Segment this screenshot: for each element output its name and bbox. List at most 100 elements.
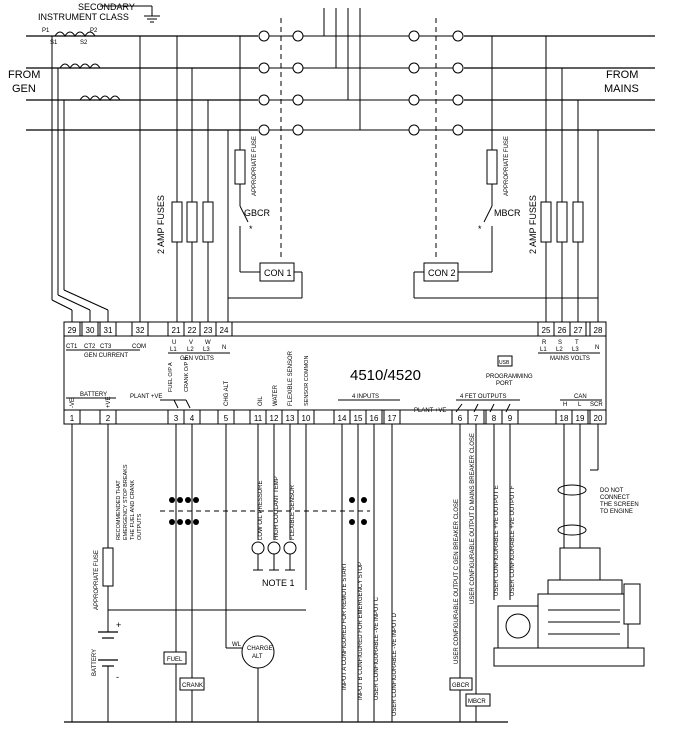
appropriate-fuse-left — [234, 149, 246, 185]
mbcr-box — [465, 693, 491, 707]
out-f-label: USER CONFIGURABLE +VE OUTPUT F — [510, 485, 516, 596]
crank-op-label: CRANK O/P B — [184, 356, 190, 392]
battery-fuse-label: APPROPRIATE FUSE — [94, 550, 100, 610]
terminal-10: 10 — [302, 414, 311, 423]
mains-phase-r: R — [542, 340, 547, 346]
terminal-3: 3 — [174, 414, 179, 423]
chg-alt-label: CHG ALT — [224, 380, 230, 406]
terminal-31-cell — [99, 321, 117, 337]
mains-fuses — [540, 201, 584, 243]
mains-phase-s: S — [558, 340, 562, 346]
plant-ve-right: PLANT +VE — [414, 408, 446, 414]
controller-model: 4510/4520 — [350, 367, 421, 384]
terminal-19: 19 — [576, 414, 585, 423]
out-c-label: USER CONFIGURABLE OUTPUT C GEN BREAKER C… — [454, 499, 460, 664]
controller-body — [63, 335, 607, 411]
terminal-9: 9 — [508, 414, 513, 423]
gen-current-label: GEN CURRENT — [84, 353, 128, 359]
appropriate-fuse-left-label: APPROPRIATE FUSE — [252, 136, 258, 196]
flex-sensor-label: FLEXIBLE SENSOR — [290, 484, 296, 540]
mains-phase-n: N — [595, 345, 599, 351]
con1-label: CON 1 — [264, 268, 292, 278]
terminal-30-cell — [81, 321, 99, 337]
gen-fuses — [171, 201, 214, 243]
battery-minus: - — [116, 672, 119, 682]
input-d-label: USER CONFIGURABLE -VE INPUT D — [392, 612, 398, 716]
charge-alt-text1: CHARGE — [247, 646, 273, 652]
flexible-sensor-label: FLEXIBLE SENSOR — [288, 350, 294, 406]
gen-phase-w: W — [205, 340, 211, 346]
out-e-label: USER CONFIGURABLE +VE OUTPUT E — [494, 485, 500, 596]
gen-volts-label: GEN VOLTS — [180, 356, 214, 362]
gen-breaker — [258, 18, 304, 258]
mains-l3: L3 — [572, 347, 579, 353]
bottom-field-wires — [71, 424, 599, 722]
mains-phase-t: T — [575, 340, 579, 346]
terminal-25: 25 — [542, 326, 551, 335]
terminal-32: 32 — [136, 326, 145, 335]
terminal-27-cell — [569, 321, 587, 337]
gen-phase-n: N — [222, 345, 226, 351]
terminal-14: 14 — [338, 414, 347, 423]
terminal-2: 2 — [106, 414, 111, 423]
terminal-24-cell — [215, 321, 233, 337]
battery-terminal-label: BATTERY — [80, 392, 107, 398]
crank-box — [179, 677, 205, 691]
sensor-icons — [251, 541, 297, 571]
terminal-20: 20 — [594, 414, 603, 423]
fet-outputs-label: 4 FET OUTPUTS — [460, 394, 507, 400]
appropriate-fuse-right — [486, 149, 498, 185]
terminal-7: 7 — [474, 414, 479, 423]
ct-label-3: CT3 — [100, 344, 112, 350]
svg-text:*: * — [478, 224, 482, 234]
note1-label: NOTE 1 — [262, 578, 295, 588]
terminal-23: 23 — [204, 326, 213, 335]
charge-alt-text2: ALT — [252, 654, 263, 660]
terminal-16: 16 — [370, 414, 379, 423]
wl-label: WL — [232, 642, 242, 648]
con2-label: CON 2 — [428, 268, 456, 278]
mbcr-box-label: MBCR — [468, 699, 486, 705]
gbcr-box — [449, 677, 473, 691]
water-label: WATER — [273, 384, 279, 406]
ct-label-1: CT1 — [66, 344, 78, 350]
terminal-5: 5 — [224, 414, 229, 423]
pos-label: +VE — [106, 396, 112, 408]
appropriate-fuse-right-label: APPROPRIATE FUSE — [504, 136, 510, 196]
terminal-11: 11 — [254, 414, 263, 423]
mbcr-label: MBCR — [494, 208, 521, 218]
can-label: CAN — [574, 394, 587, 400]
gbcr-box-label: GBCR — [452, 683, 470, 689]
gen-fuses-label: 2 AMP FUSES — [156, 195, 166, 254]
from-mains-line1: FROM — [606, 69, 638, 81]
mains-volts-label: MAINS VOLTS — [550, 356, 590, 362]
terminal-22: 22 — [188, 326, 197, 335]
ct-secondary-label: SECONDARY — [78, 2, 135, 12]
battery-icon — [98, 620, 118, 722]
ct-p1: P1 — [42, 28, 50, 34]
low-oil-label: LOW OIL PRESSURE — [258, 481, 264, 540]
from-gen-line2: GEN — [12, 83, 36, 95]
usb-label: USB — [499, 360, 510, 366]
ct-s2: S2 — [80, 40, 88, 46]
mains-fuses-label: 2 AMP FUSES — [528, 195, 538, 254]
terminal-28: 28 — [594, 326, 603, 335]
mains-breaker — [408, 18, 464, 258]
earth-icon — [144, 6, 160, 23]
plant-ve-left: PLANT +VE — [130, 394, 162, 400]
out-d-label: USER CONFIGURABLE OUTPUT D MAINS BREAKER… — [470, 433, 476, 604]
terminal-21: 21 — [172, 326, 181, 335]
terminal-31: 31 — [104, 326, 113, 335]
fuel-box-label: FUEL — [167, 657, 183, 663]
terminal-32-cell — [131, 321, 149, 337]
mains-l1: L1 — [540, 347, 547, 353]
battery-fuse — [102, 547, 114, 587]
terminal-18: 18 — [560, 414, 569, 423]
terminal-26: 26 — [558, 326, 567, 335]
can-l: L — [578, 402, 582, 408]
usb-port-icon[interactable] — [497, 355, 513, 367]
engine-generator-icon — [493, 540, 645, 667]
